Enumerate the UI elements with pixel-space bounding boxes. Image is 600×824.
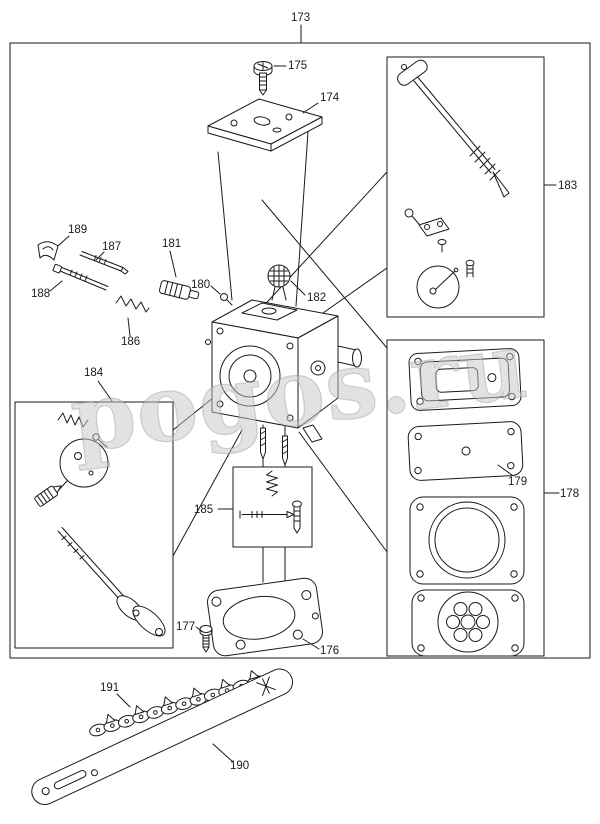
part-177-screw	[199, 625, 213, 653]
callout-175-label: 175	[288, 60, 307, 72]
callout-174: 174	[302, 92, 340, 114]
callout-186: 186	[121, 317, 140, 348]
part-178-metering-plate	[408, 348, 522, 411]
callout-184-label: 184	[84, 367, 104, 379]
callout-191: 191	[100, 682, 131, 708]
part-187-needle	[79, 251, 129, 275]
callout-180: 180	[191, 279, 221, 295]
callout-182-label: 182	[307, 292, 326, 304]
part-189-clip	[37, 241, 59, 261]
part-183-lever-assembly	[397, 59, 510, 309]
part-184-needle-valve-set	[34, 412, 166, 637]
callout-191-label: 191	[100, 682, 119, 694]
callout-181: 181	[162, 238, 181, 278]
callout-189-label: 189	[68, 224, 87, 236]
callout-189: 189	[57, 224, 87, 247]
callout-188-label: 188	[31, 288, 50, 300]
part-181-valve	[158, 280, 200, 300]
part-179-gasket	[407, 421, 524, 481]
part-mounting-screws	[260, 427, 288, 466]
callout-178-label: 178	[560, 488, 579, 500]
callout-177-label: 177	[176, 621, 195, 633]
part-182-screen	[267, 264, 291, 301]
part-186-spring	[115, 295, 150, 313]
callout-177: 177	[176, 621, 204, 633]
callout-178: 178	[544, 488, 579, 500]
callout-173-label: 173	[291, 12, 310, 24]
callout-187-label: 187	[102, 241, 121, 253]
detail-box-184	[14, 401, 174, 649]
callout-182: 182	[290, 280, 326, 304]
callout-179: 179	[497, 464, 527, 488]
callout-184: 184	[84, 367, 113, 402]
callout-186-label: 186	[121, 336, 140, 348]
callout-190-label: 190	[230, 760, 249, 772]
callout-188: 188	[31, 280, 63, 300]
callout-176: 176	[302, 638, 339, 657]
callout-187: 187	[95, 241, 121, 261]
callout-179-label: 179	[508, 476, 527, 488]
part-190-guide-bar	[31, 668, 294, 806]
part-174-cover-plate	[207, 98, 323, 152]
callout-181-label: 181	[162, 238, 181, 250]
callout-190: 190	[212, 743, 249, 772]
part-188-needle	[52, 263, 109, 291]
callout-183: 183	[543, 180, 577, 192]
callout-175: 175	[273, 60, 307, 72]
part-178-diaphragm	[409, 496, 525, 585]
diagram-outer-border	[9, 42, 591, 659]
part-175-screw	[253, 61, 273, 96]
part-180-screw	[220, 293, 233, 306]
callout-174-label: 174	[320, 92, 340, 104]
part-176-gasket-plate	[206, 577, 324, 657]
callout-176-label: 176	[320, 645, 339, 657]
detail-box-183	[386, 56, 545, 318]
part-carburetor-body	[205, 299, 362, 443]
callout-180-label: 180	[191, 279, 210, 291]
callout-183-label: 183	[558, 180, 577, 192]
part-178-pump-plate	[411, 589, 525, 657]
callout-185-label: 185	[194, 504, 213, 516]
part-185-needle-set	[239, 470, 302, 534]
callout-173: 173	[291, 12, 310, 44]
callout-185: 185	[194, 504, 234, 516]
